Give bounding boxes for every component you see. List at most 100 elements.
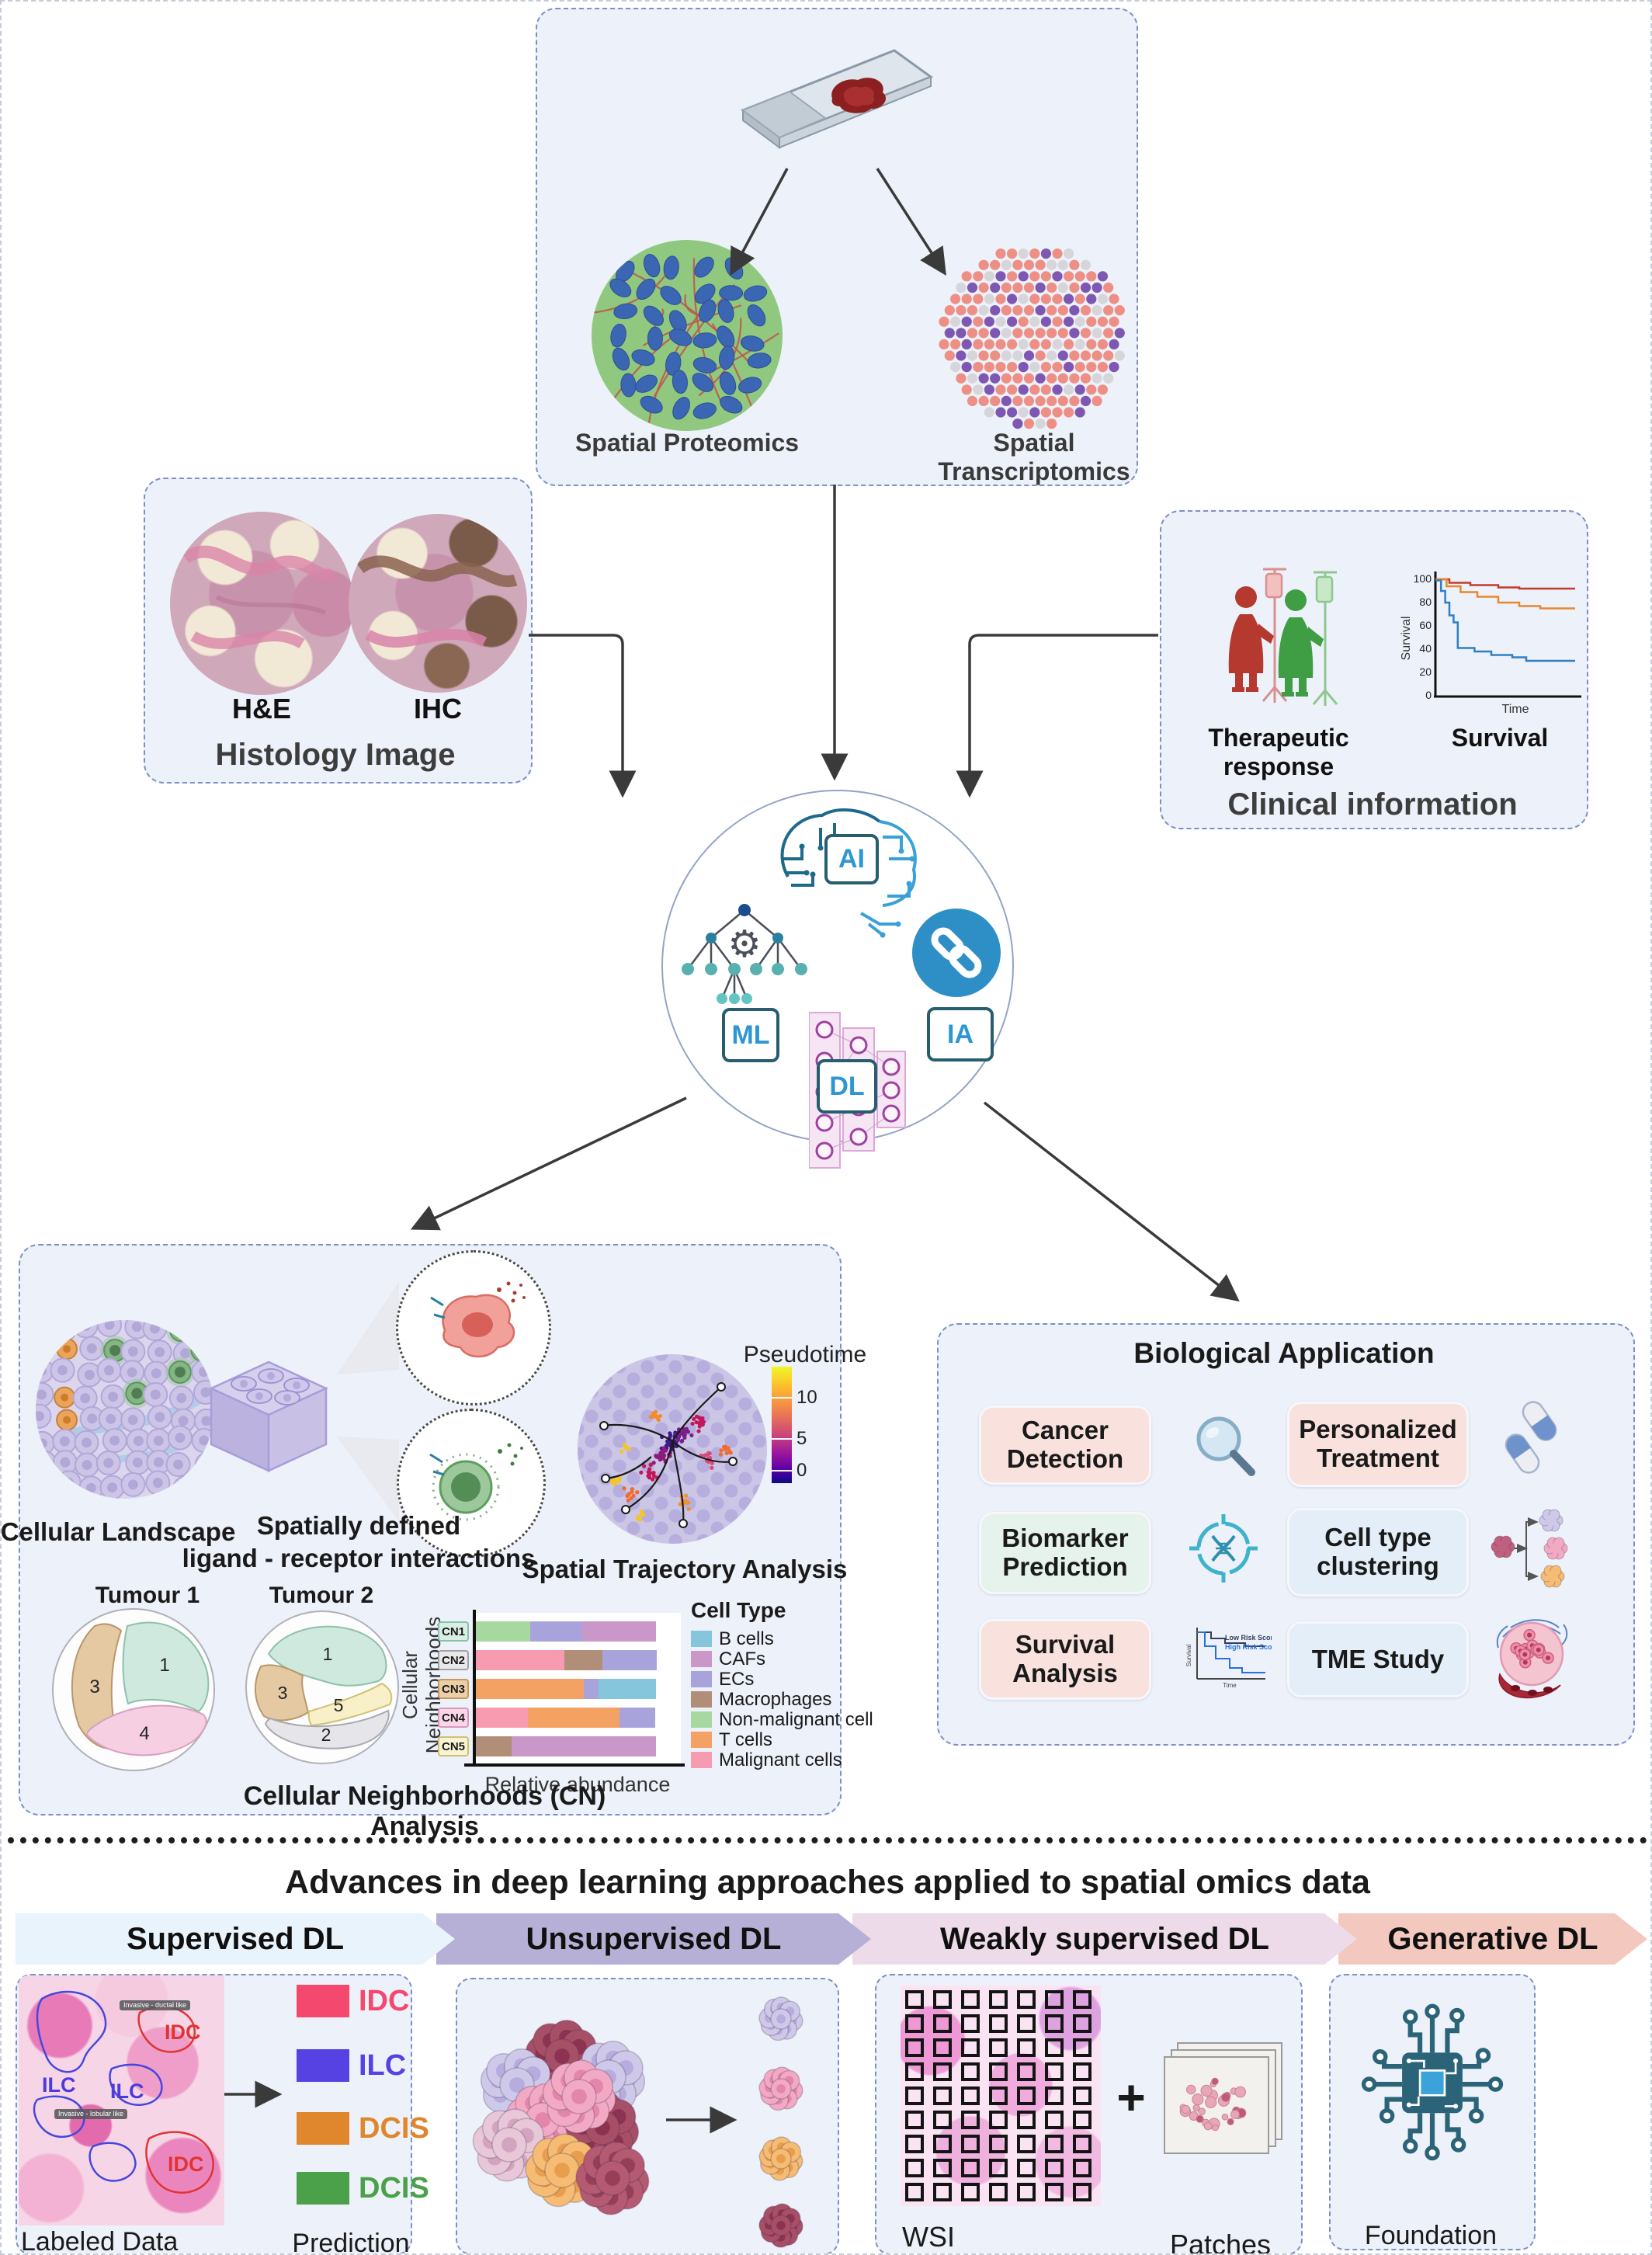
banner-weakly-supervised-dl: Weakly supervised DL xyxy=(852,1913,1357,1965)
survival-xlabel: Time xyxy=(1502,703,1529,716)
survival-analysis-button: Survival Analysis xyxy=(979,1619,1151,1700)
cell-type-legend-title: Cell Type xyxy=(691,1598,786,1622)
svg-text:5: 5 xyxy=(334,1695,344,1715)
banner-unsupervised-dl: Unsupervised DL xyxy=(436,1913,871,1965)
svg-text:1: 1 xyxy=(159,1655,169,1676)
survival-label: Survival xyxy=(1451,724,1549,752)
svg-text:3: 3 xyxy=(278,1683,288,1703)
cellular-landscape-label: Cellular Landscape xyxy=(0,1517,236,1546)
pills-icon xyxy=(1504,1401,1557,1474)
spatial-trajectory-image xyxy=(578,1354,767,1544)
wsi-caption: WSI xyxy=(902,2221,955,2253)
svg-text:4: 4 xyxy=(139,1723,149,1744)
biomarker-prediction-button: Biomarker Prediction xyxy=(979,1512,1151,1594)
mixed-cell-cluster xyxy=(472,2019,650,2215)
plus-sign: + xyxy=(1116,2069,1146,2125)
prediction-legend: IDC ILC DCIS DCIS xyxy=(297,1974,429,2230)
banner-generative-dl: Generative DL xyxy=(1338,1913,1647,1965)
svg-text:40: 40 xyxy=(1419,642,1432,655)
spatial-proteomics-label: Spatial Proteomics xyxy=(574,429,800,457)
legend-label-dcis-green: DCIS xyxy=(359,2172,429,2205)
ai-label-box: AI xyxy=(824,834,879,884)
svg-text:80: 80 xyxy=(1419,596,1432,608)
legend-swatch-dcis-orange xyxy=(297,2112,349,2145)
ligand-receptor-zoom-top xyxy=(396,1250,551,1405)
bio-app-title: Biological Application xyxy=(1133,1337,1435,1369)
clinical-title: Clinical information xyxy=(1227,787,1518,822)
tissue-cube-icon xyxy=(209,1360,328,1472)
survival-ylabel: Survival xyxy=(1400,617,1413,661)
cn-xlabel: Relative abundance xyxy=(484,1773,671,1796)
labeled-data-caption: Labeled Data xyxy=(21,2227,179,2255)
ihc-stain-image xyxy=(349,514,527,693)
spatial-transcriptomics-image xyxy=(935,236,1133,435)
svg-text:1: 1 xyxy=(323,1644,333,1664)
he-label: H&E xyxy=(231,693,291,724)
risk-high-label: High Risk Score xyxy=(1225,1643,1272,1651)
ia-link-icon xyxy=(912,909,1001,997)
tissue-slide-icon xyxy=(740,49,934,149)
risk-time-label: Time xyxy=(1223,1682,1237,1689)
tme-study-button: TME Study xyxy=(1287,1621,1469,1697)
svg-text:3: 3 xyxy=(89,1676,99,1697)
banner-supervised-dl: Supervised DL xyxy=(16,1913,455,1965)
patches-caption: Patches xyxy=(1169,2229,1272,2255)
ligand-receptor-label-line2: ligand - receptor interactions xyxy=(182,1544,536,1572)
separated-cell-clusters xyxy=(758,1996,803,2248)
ai-brain-circuit-icon xyxy=(780,808,917,938)
personalized-treatment-button: Personalized Treatment xyxy=(1287,1402,1469,1487)
svg-text:60: 60 xyxy=(1419,619,1432,631)
ihc-label: IHC xyxy=(414,693,462,724)
cell-type-clustering-button: Cell type clustering xyxy=(1287,1508,1469,1597)
spatial-proteomics-image xyxy=(590,238,784,433)
gear-icon: ⚙ xyxy=(727,922,761,966)
ia-label-box: IA xyxy=(927,1007,994,1061)
wsi-image xyxy=(901,1986,1101,2206)
tumour1-map: 3 1 4 xyxy=(52,1608,215,1771)
legend-swatch-dcis-green xyxy=(297,2172,349,2205)
foundation-models-caption: Foundation Models xyxy=(1364,2221,1498,2253)
tumour2-title: Tumour 2 xyxy=(269,1583,374,1608)
pseudotime-tick-10: 10 xyxy=(796,1387,817,1408)
legend-swatch-ilc xyxy=(297,2049,349,2082)
pseudotime-tick-0: 0 xyxy=(796,1460,807,1481)
dl-label-box: DL xyxy=(817,1059,877,1114)
tumour1-title: Tumour 1 xyxy=(95,1583,200,1608)
ann-ilc-a: ILC xyxy=(42,2073,76,2097)
patch-card-front xyxy=(1164,2056,1269,2154)
magnifier-icon xyxy=(1196,1416,1255,1476)
svg-text:2: 2 xyxy=(321,1725,331,1745)
tooltip-lobular: Invasive - lobular like xyxy=(54,2109,128,2119)
svg-text:20: 20 xyxy=(1419,665,1432,678)
histology-title: Histology Image xyxy=(215,738,456,772)
cancer-detection-button: Cancer Detection xyxy=(979,1405,1151,1485)
risk-low-label: Low Risk Score xyxy=(1225,1634,1272,1642)
he-stain-image xyxy=(170,512,353,695)
legend-label-dcis-orange: DCIS xyxy=(359,2112,429,2145)
ligand-receptor-zoom-bottom xyxy=(397,1409,546,1558)
cell-clustering-icon xyxy=(1491,1509,1568,1588)
tumour2-map: 1 3 5 2 xyxy=(245,1610,399,1764)
legend-label-ilc: ILC xyxy=(359,2049,407,2082)
ml-tree-icon: ⚙ xyxy=(682,904,807,1004)
pseudotime-title: Pseudotime xyxy=(743,1342,867,1367)
ann-idc-a: IDC xyxy=(165,2020,201,2044)
pseudotime-tick-5: 5 xyxy=(796,1428,807,1449)
risk-survival-plot: Low Risk Score High Risk Score Time Surv… xyxy=(1185,1628,1272,1689)
section-divider xyxy=(8,1837,1647,1843)
cn-analysis-title: Cellular Neighborhoods (CN) Analysis xyxy=(243,1781,606,1841)
advances-heading: Advances in deep learning approaches app… xyxy=(285,1864,1370,1901)
ligand-receptor-label-line1: Spatially defined xyxy=(256,1511,461,1540)
spatial-trajectory-label: Spatial Trajectory Analysis xyxy=(522,1555,848,1583)
svg-text:0: 0 xyxy=(1425,689,1432,701)
ann-idc-b: IDC xyxy=(168,2152,204,2176)
wsi-patch-grid xyxy=(905,1990,1092,2201)
therapeutic-response-label: Therapeutic response xyxy=(1208,724,1349,780)
pseudotime-colorbar xyxy=(772,1367,792,1483)
